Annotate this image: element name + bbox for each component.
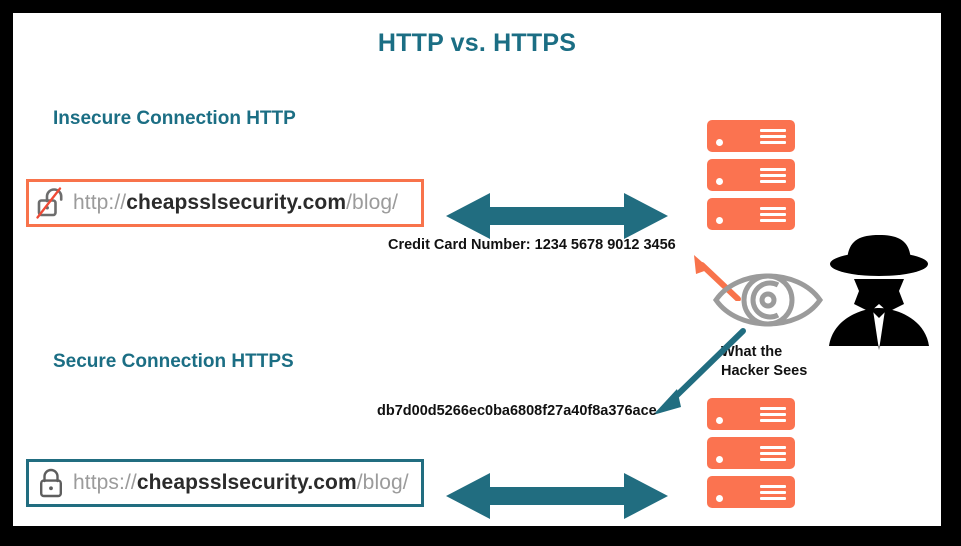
url-path-http: /blog/	[346, 191, 399, 214]
server-led-icon	[716, 178, 723, 185]
data-label-credit-card: Credit Card Number: 1234 5678 9012 3456	[388, 237, 676, 253]
url-domain-http: cheapsslsecurity.com	[126, 191, 347, 214]
url-scheme-http: http://	[73, 191, 127, 214]
server-vents-icon	[760, 168, 786, 183]
url-bar-https[interactable]: https://cheapsslsecurity.com/blog/	[26, 459, 424, 507]
server-unit	[707, 437, 795, 469]
hacker-caption: What the Hacker Sees	[721, 343, 807, 381]
hacker-spy-silhouette-icon	[829, 235, 929, 350]
hacker-caption-line2: Hacker Sees	[721, 363, 808, 379]
server-vents-icon	[760, 407, 786, 422]
url-scheme-https: https://	[73, 471, 137, 494]
unlocked-padlock-strikethrough-icon	[29, 183, 73, 223]
section-heading-insecure: Insecure Connection HTTP	[53, 108, 296, 129]
closed-padlock-icon	[29, 463, 73, 503]
eye-icon	[712, 273, 824, 327]
server-led-icon	[716, 456, 723, 463]
server-stack-icon-top	[707, 120, 795, 237]
server-stack-icon-bottom	[707, 398, 795, 515]
server-vents-icon	[760, 485, 786, 500]
server-unit	[707, 198, 795, 230]
server-vents-icon	[760, 446, 786, 461]
server-unit	[707, 398, 795, 430]
hacker-caption-line1: What the	[721, 344, 783, 360]
section-heading-secure: Secure Connection HTTPS	[53, 351, 294, 372]
server-vents-icon	[760, 129, 786, 144]
server-unit	[707, 476, 795, 508]
url-bar-http[interactable]: http://cheapsslsecurity.com/blog/	[26, 179, 424, 227]
page-title: HTTP vs. HTTPS	[377, 29, 577, 57]
data-label-hash: db7d00d5266ec0ba6808f27a40f8a376ace	[377, 403, 657, 419]
double-headed-arrow-icon-top	[446, 193, 668, 239]
server-led-icon	[716, 139, 723, 146]
url-domain-https: cheapsslsecurity.com	[136, 471, 357, 494]
server-vents-icon	[760, 207, 786, 222]
server-led-icon	[716, 417, 723, 424]
url-path-https: /blog/	[356, 471, 409, 494]
server-unit	[707, 120, 795, 152]
infographic-canvas: HTTP vs. HTTPS Insecure Connection HTTP …	[13, 13, 941, 526]
orange-arrow-icon	[694, 255, 741, 301]
url-text-https: https://cheapsslsecurity.com/blog/	[73, 471, 409, 495]
server-led-icon	[716, 217, 723, 224]
double-headed-arrow-icon-bottom	[446, 473, 668, 519]
url-text-http: http://cheapsslsecurity.com/blog/	[73, 191, 398, 215]
teal-arrow-icon	[653, 328, 746, 415]
server-led-icon	[716, 495, 723, 502]
server-unit	[707, 159, 795, 191]
